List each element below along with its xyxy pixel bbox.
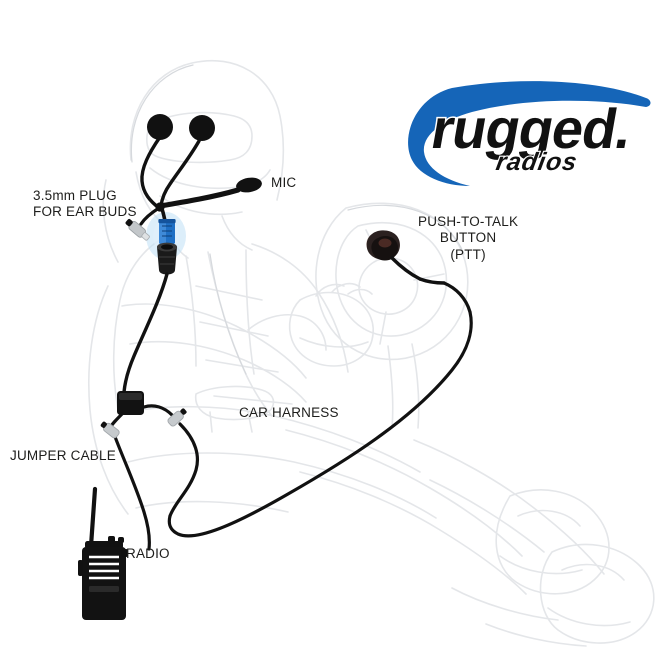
logo-swoosh (408, 81, 651, 186)
push-to-talk-button-icon (366, 230, 446, 285)
label-car-harness: CAR HARNESS (239, 405, 339, 420)
ear-bud-left-cable (140, 135, 162, 210)
ear-bud-left-icon (147, 114, 173, 140)
logo-swoosh-highlight (438, 116, 500, 181)
ear-bud-right-cable (159, 139, 201, 208)
logo-subwordmark: radios (493, 147, 581, 177)
logo-subwordmark-text: radios (494, 148, 580, 176)
ear-bud-right-icon (189, 115, 215, 141)
boom-microphone-icon (155, 177, 262, 212)
car-harness-start (142, 404, 174, 417)
black-inline-connector-icon (157, 242, 177, 275)
logo-wordmark-text: rugged. (427, 97, 636, 160)
junction-box-icon (117, 391, 144, 415)
jumper-cable-lower (112, 432, 151, 551)
3.5mm-plug-icon (125, 219, 150, 241)
label-3.5mm-plug: 3.5mm PLUG FOR EAR BUDS (33, 188, 137, 220)
plug-branch-cable (139, 206, 161, 226)
blue-inline-connector-icon (158, 219, 176, 250)
headset-to-box-cable (122, 272, 169, 394)
car-harness-to-ptt (442, 281, 472, 314)
car-harness-connector-icon (167, 408, 187, 427)
logo-wordmark: rugged. (425, 96, 637, 162)
jumper-cable-connector-icon (100, 421, 120, 439)
label-jumper-cable: JUMPER CABLE (10, 448, 116, 463)
label-radio: RADIO (126, 546, 170, 561)
label-push-to-talk: PUSH-TO-TALK BUTTON (PTT) (418, 214, 519, 262)
car-harness-loop (167, 310, 473, 538)
handheld-radio-icon (78, 486, 128, 620)
label-mic: MIC (271, 175, 297, 190)
car-harness-drop (168, 422, 200, 518)
